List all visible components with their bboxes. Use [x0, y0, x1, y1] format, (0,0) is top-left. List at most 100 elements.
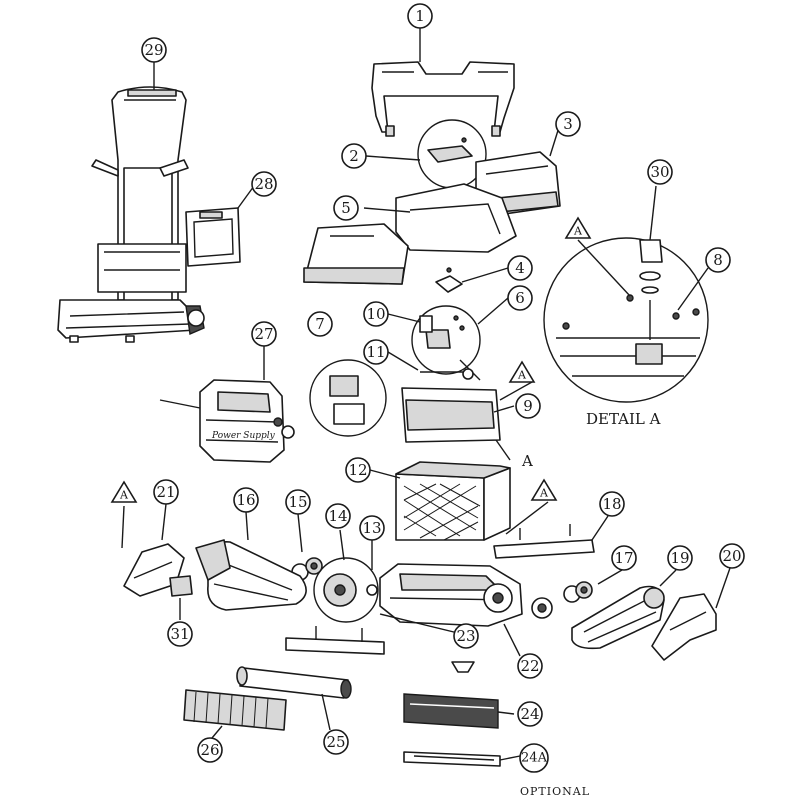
callout-29-label: 29	[144, 41, 163, 59]
wheel	[313, 557, 379, 623]
callout-30: 30	[647, 159, 673, 185]
detail-a-label: DETAIL A	[586, 410, 661, 428]
callout-3: 3	[555, 111, 581, 137]
callout-16: 16	[233, 487, 259, 513]
callout-23: 23	[453, 623, 479, 649]
callout-7-label: 7	[315, 315, 325, 333]
callout-20: 20	[719, 543, 745, 569]
callout-11-label: 11	[366, 343, 385, 361]
leader-lines	[121, 28, 731, 761]
clip	[435, 267, 463, 293]
callout-6: 6	[507, 285, 533, 311]
callout-26-label: 26	[200, 741, 219, 759]
callout-12-label: 12	[348, 461, 367, 479]
callout-1: 1	[407, 3, 433, 29]
brush-bar	[403, 693, 499, 729]
callout-7: 7	[307, 311, 333, 337]
brush	[183, 689, 287, 731]
callout-10-label: 10	[366, 305, 385, 323]
callout-16-label: 16	[236, 491, 255, 509]
callout-24: 24	[517, 701, 543, 727]
callout-8: 8	[705, 247, 731, 273]
callout-21-label: 21	[156, 483, 175, 501]
body-shell	[303, 183, 517, 285]
motor-parts	[411, 305, 481, 375]
callout-20-label: 20	[722, 547, 741, 565]
callout-28-label: 28	[254, 175, 273, 193]
callout-6-label: 6	[515, 289, 525, 307]
callout-24-label: 24	[520, 705, 539, 723]
callout-14: 14	[325, 503, 351, 529]
detail-marker-a-2-label: A	[517, 369, 527, 382]
callout-29: 29	[141, 37, 167, 63]
bushing-right	[563, 581, 593, 603]
track-left	[195, 539, 307, 611]
filter-basket	[395, 461, 511, 541]
side-bar-top	[493, 524, 595, 559]
callout-27: 27	[251, 321, 277, 347]
callout-1-label: 1	[415, 7, 425, 25]
callout-17-label: 17	[614, 549, 633, 567]
bracket-set	[309, 359, 387, 437]
callout-13: 13	[359, 515, 385, 541]
callout-5: 5	[333, 195, 359, 221]
side-plate-right	[651, 593, 717, 661]
roller	[236, 666, 352, 699]
callout-19-label: 19	[670, 549, 689, 567]
callout-19: 19	[667, 545, 693, 571]
power-supply: Power Supply	[159, 379, 295, 463]
track-right	[571, 585, 665, 650]
callout-2: 2	[341, 143, 367, 169]
side-bar-bottom	[285, 626, 475, 673]
callout-24a-label: 24A	[521, 751, 548, 766]
caddy-bracket	[185, 207, 241, 267]
callout-17: 17	[611, 545, 637, 571]
callout-3-label: 3	[563, 115, 573, 133]
callout-13-label: 13	[362, 519, 381, 537]
detail-marker-a-4: A	[530, 478, 558, 501]
optional-bar	[403, 751, 501, 767]
detail-marker-a-2: A	[508, 360, 536, 383]
detail-marker-a-3: A	[110, 480, 138, 503]
callout-11: 11	[363, 339, 389, 365]
callout-15: 15	[285, 489, 311, 515]
callout-10: 10	[363, 301, 389, 327]
callout-25-label: 25	[326, 733, 345, 751]
power-supply-label: Power Supply	[211, 431, 276, 441]
callout-15-label: 15	[288, 493, 307, 511]
callout-24a: 24A	[519, 743, 549, 773]
detail-marker-a-3-label: A	[119, 489, 129, 502]
callout-22: 22	[517, 653, 543, 679]
callout-31: 31	[167, 621, 193, 647]
callout-9-label: 9	[523, 397, 533, 415]
callout-12: 12	[345, 457, 371, 483]
callout-22-label: 22	[520, 657, 539, 675]
callout-30-label: 30	[650, 163, 669, 181]
callout-28: 28	[251, 171, 277, 197]
callout-14-label: 14	[328, 507, 347, 525]
callout-2-label: 2	[349, 147, 359, 165]
callout-8-label: 8	[713, 251, 723, 269]
callout-23-label: 23	[456, 627, 475, 645]
chassis	[379, 563, 553, 627]
handle	[371, 61, 515, 137]
callout-27-label: 27	[254, 325, 273, 343]
callout-25: 25	[323, 729, 349, 755]
optional-label: OPTIONAL	[520, 785, 590, 798]
detail-a-view	[543, 237, 709, 403]
callout-31-label: 31	[170, 625, 189, 643]
detail-marker-a-5: A	[521, 452, 533, 470]
detail-marker-a-1: A	[564, 216, 592, 239]
motor-block	[401, 359, 501, 443]
callout-9: 9	[515, 393, 541, 419]
callout-5-label: 5	[341, 199, 351, 217]
callout-18: 18	[599, 491, 625, 517]
callout-26: 26	[197, 737, 223, 763]
caddy-cart	[57, 86, 205, 343]
detail-marker-a-1-label: A	[573, 225, 583, 238]
callout-4: 4	[507, 255, 533, 281]
side-plate-left	[123, 543, 193, 597]
callout-4-label: 4	[515, 259, 525, 277]
